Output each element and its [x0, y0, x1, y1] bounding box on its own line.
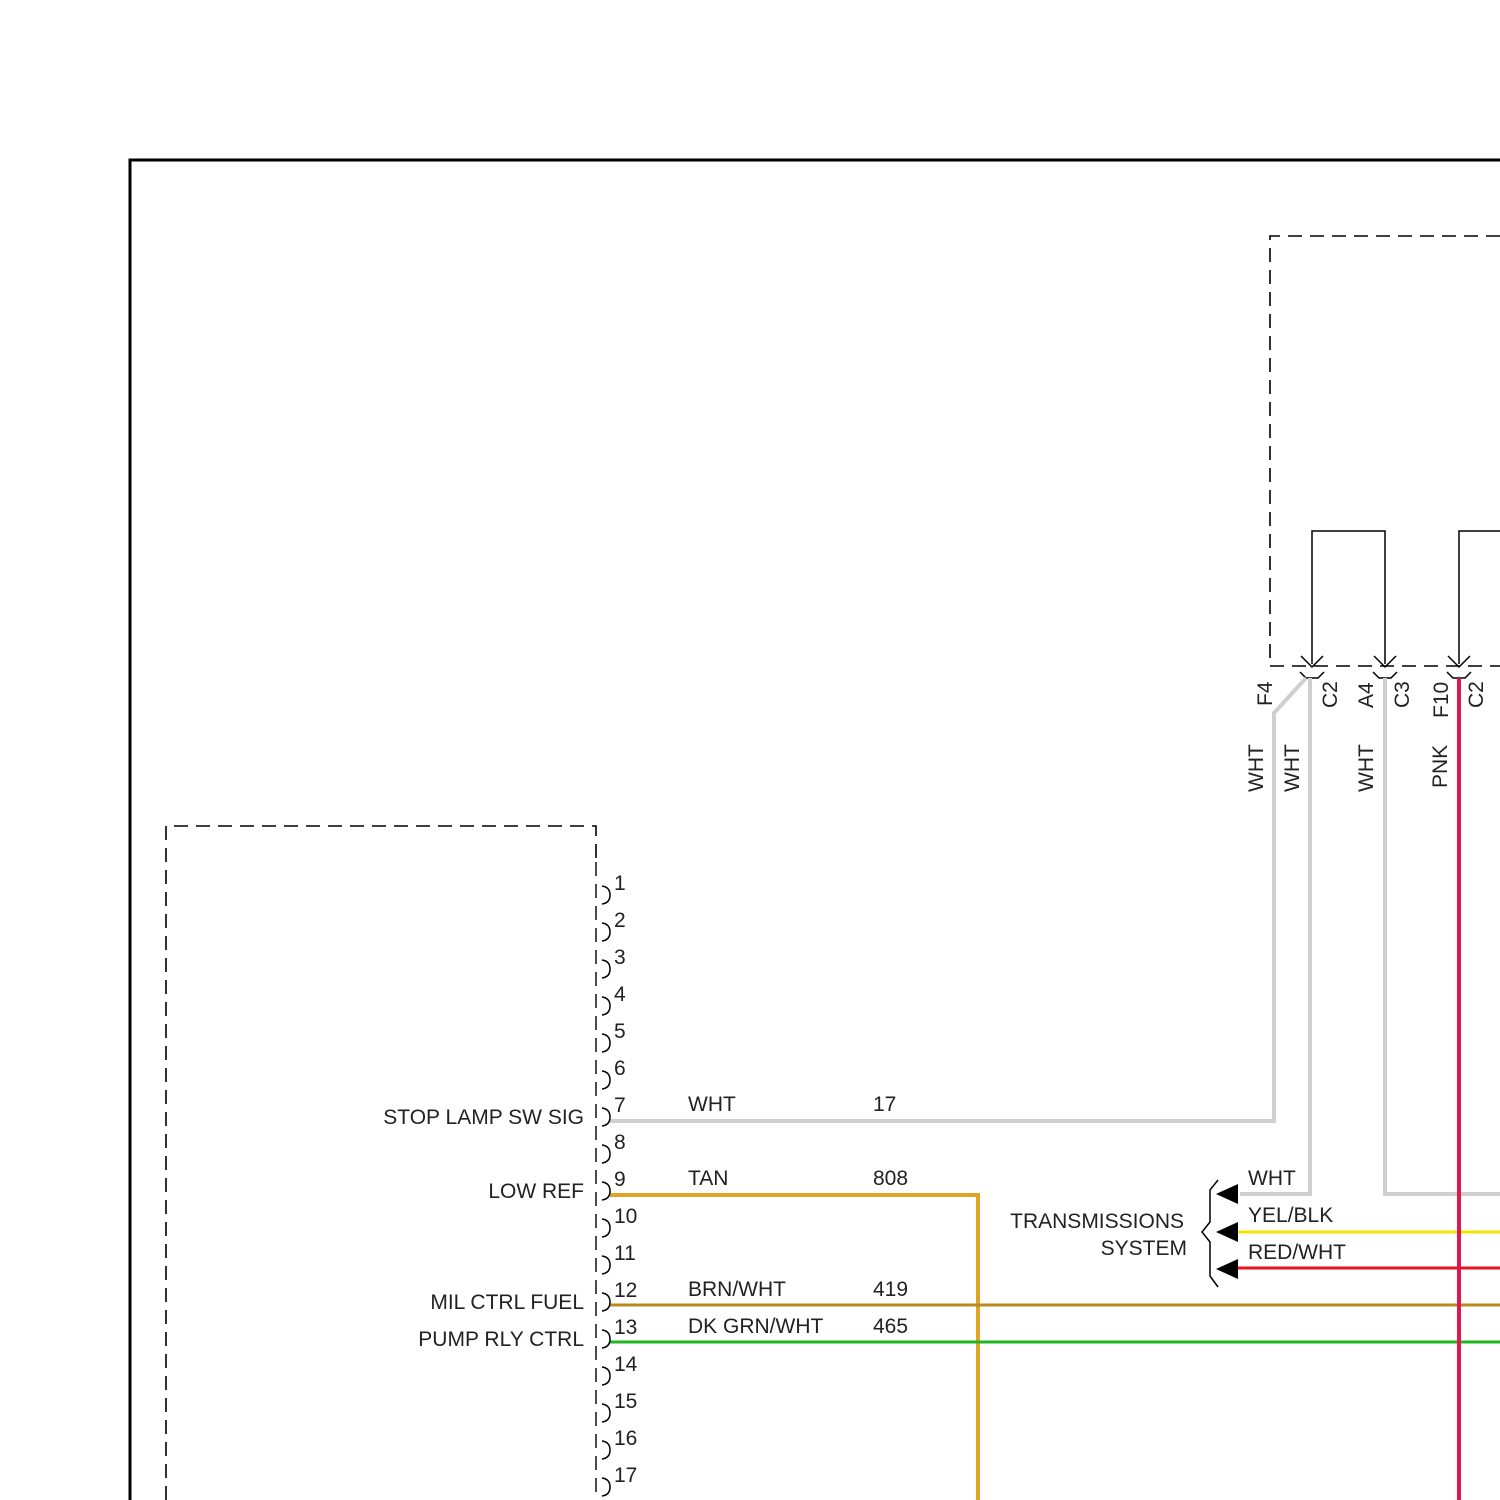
pin-number: 10 — [614, 1205, 637, 1228]
pin-number: 7 — [614, 1094, 626, 1117]
pin-label-f10: F10 — [1430, 682, 1453, 718]
transmission-wire-label: WHT — [1248, 1167, 1296, 1190]
pin-terminal — [602, 1219, 610, 1237]
pin-terminal — [602, 886, 610, 904]
pin-terminal — [602, 1145, 610, 1163]
pin-terminal — [602, 923, 610, 941]
transmission-connector-brace — [1202, 1180, 1218, 1287]
arrow-icon — [1216, 1259, 1238, 1279]
pin-number: 11 — [614, 1242, 636, 1265]
circuit-color-label: DK GRN/WHT — [688, 1315, 823, 1338]
pin-terminal — [602, 1367, 610, 1385]
transmission-system-label: TRANSMISSIONS — [1010, 1210, 1184, 1233]
pin-number: 3 — [614, 946, 626, 969]
pin-number: 2 — [614, 909, 626, 932]
diagram-frame — [130, 160, 1500, 1500]
connector-label-c2: C2 — [1319, 681, 1342, 708]
pin-terminal — [602, 1034, 610, 1052]
connector-label-c3: C3 — [1391, 681, 1414, 708]
pin-terminal — [602, 1404, 610, 1422]
pin-terminal — [602, 1108, 610, 1126]
pin-signal-name: STOP LAMP SW SIG — [383, 1106, 584, 1129]
circuit-color-label: TAN — [688, 1167, 728, 1190]
arrow-icon — [1216, 1184, 1238, 1204]
circuit-number-label: 465 — [873, 1315, 908, 1338]
wire-tan-808 — [610, 1195, 978, 1500]
pin-signal-name: MIL CTRL FUEL — [430, 1291, 584, 1314]
pin-number: 16 — [614, 1427, 637, 1450]
pin-terminal — [602, 1071, 610, 1089]
pin-label-a4: A4 — [1355, 682, 1378, 708]
transmission-wire-label: YEL/BLK — [1248, 1204, 1333, 1227]
wire-routes — [610, 678, 1500, 1500]
wire-label-wht-c2: WHT — [1281, 744, 1304, 792]
pin-terminal — [602, 1478, 610, 1496]
pin-signal-name: LOW REF — [488, 1180, 584, 1203]
pin-terminal — [602, 1182, 610, 1200]
circuit-number-label: 808 — [873, 1167, 908, 1190]
transmission-wire-label: RED/WHT — [1248, 1241, 1346, 1264]
pin-number: 1 — [614, 872, 626, 895]
wire-label-wht-a4: WHT — [1355, 744, 1378, 792]
pin-number: 5 — [614, 1020, 626, 1043]
pin-number: 13 — [614, 1316, 637, 1339]
circuit-number-label: 17 — [873, 1093, 896, 1116]
wire-wht-17 — [610, 678, 1306, 1121]
pin-number: 15 — [614, 1390, 637, 1413]
pin-terminal — [602, 1293, 610, 1311]
pin-number: 9 — [614, 1168, 626, 1191]
pin-signal-name: PUMP RLY CTRL — [418, 1328, 584, 1351]
wire-label-wht-f4: WHT — [1245, 744, 1268, 792]
transmission-system-label: SYSTEM — [1101, 1237, 1187, 1260]
pin-number: 6 — [614, 1057, 626, 1080]
connector-label-c2: C2 — [1465, 681, 1488, 708]
pin-terminal — [602, 1441, 610, 1459]
circuit-color-label: WHT — [688, 1093, 736, 1116]
circuit-color-label: BRN/WHT — [688, 1278, 786, 1301]
pin-terminal — [602, 1330, 610, 1348]
pin-number: 8 — [614, 1131, 626, 1154]
internal-jumper-f10 — [1459, 531, 1500, 664]
arrow-icon — [1216, 1222, 1238, 1242]
pin-terminal — [602, 1256, 610, 1274]
pin-label-f4: F4 — [1254, 681, 1277, 706]
pin-number: 4 — [614, 983, 626, 1006]
control-module-box — [166, 826, 596, 1500]
pin-number: 17 — [614, 1464, 637, 1487]
pin-terminal — [602, 997, 610, 1015]
internal-jumper-c2-c3 — [1312, 531, 1385, 664]
circuit-number-label: 419 — [873, 1278, 908, 1301]
pin-terminal — [602, 960, 610, 978]
wire-label-pnk-f10: PNK — [1429, 745, 1452, 788]
pin-number: 14 — [614, 1353, 638, 1376]
pin-number: 12 — [614, 1279, 637, 1302]
